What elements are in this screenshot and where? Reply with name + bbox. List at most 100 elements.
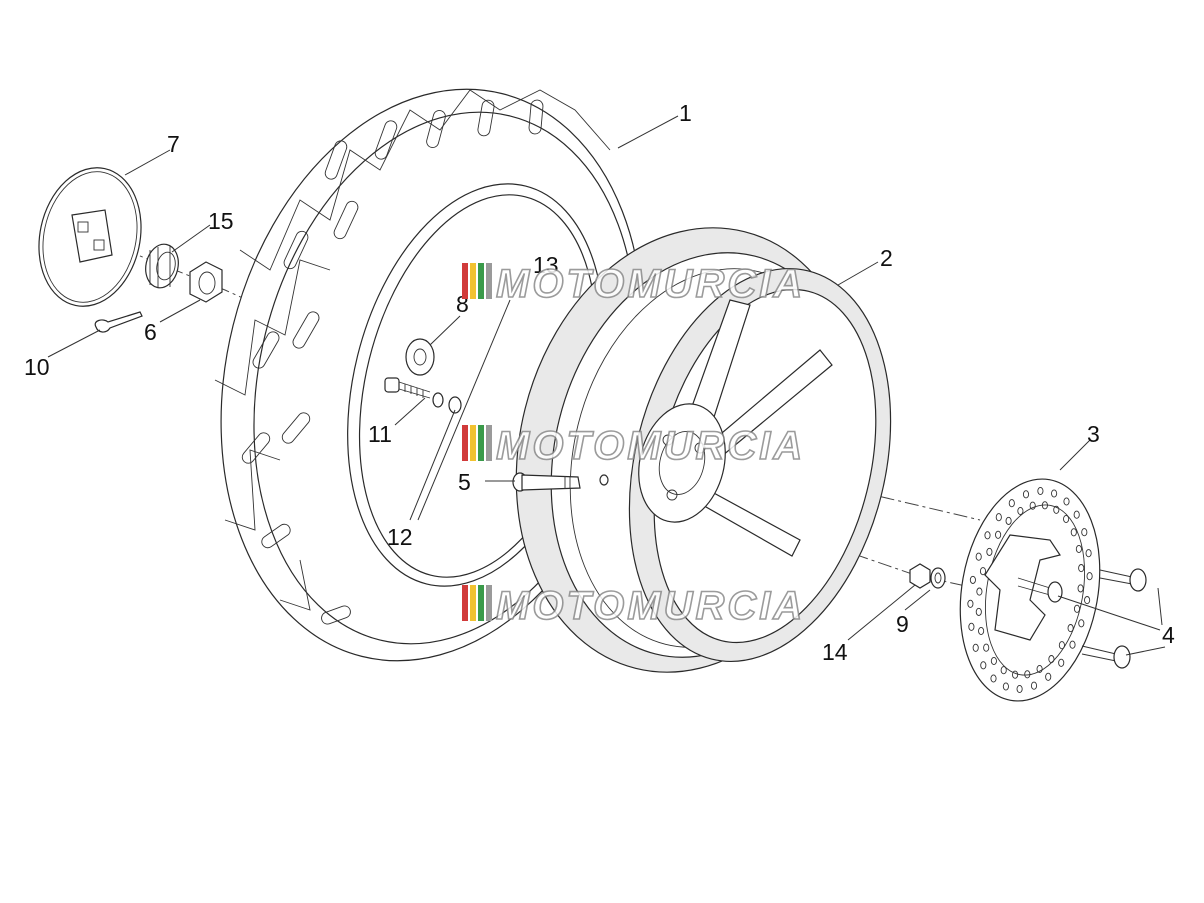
- disc-bolt-middle: [1017, 577, 1063, 603]
- disc-vent-hole: [1000, 666, 1007, 675]
- watermark-stripe: [470, 585, 476, 621]
- disc-vent-hole: [968, 622, 975, 631]
- lock-washer: [930, 567, 946, 589]
- disc-vent-hole: [976, 587, 983, 596]
- callout-9: 9: [896, 611, 909, 637]
- disc-vent-hole: [1036, 664, 1043, 674]
- callout-10: 10: [24, 354, 50, 380]
- disc-vent-hole: [1063, 497, 1070, 506]
- watermark-bottom: MOTOMURCIA: [462, 583, 805, 629]
- callout-3: 3: [1087, 421, 1100, 447]
- tyre-valve: [512, 472, 609, 492]
- disc-vent-hole: [1085, 549, 1092, 558]
- disc-vent-hole: [980, 661, 987, 670]
- disc-vent-hole: [1075, 544, 1082, 554]
- watermark-top: MOTOMURCIA: [462, 261, 805, 307]
- disc-vent-hole: [1029, 501, 1036, 510]
- disc-vent-hole: [995, 530, 1002, 539]
- disc-vent-hole: [1081, 528, 1088, 537]
- hub-cover-disc: [38, 167, 142, 307]
- disc-vent-hole: [975, 607, 982, 616]
- watermark-text: MOTOMURCIA: [496, 262, 805, 306]
- wheel-rim: [515, 227, 892, 673]
- callout-14: 14: [822, 639, 848, 665]
- callout-7: 7: [167, 131, 180, 157]
- disc-vent-hole: [984, 531, 991, 540]
- disc-vent-hole: [1070, 528, 1077, 537]
- disc-vent-hole: [1022, 490, 1030, 499]
- callout-6: 6: [144, 319, 157, 345]
- disc-vent-hole: [1005, 516, 1012, 525]
- disc-vent-hole: [1002, 682, 1009, 691]
- callout-5: 5: [458, 469, 471, 495]
- watermark-stripe: [470, 425, 476, 461]
- disc-nut: [909, 563, 931, 589]
- disc-vent-hole: [1063, 514, 1070, 524]
- callout-15: 15: [208, 208, 234, 234]
- disc-vent-hole: [983, 643, 990, 652]
- disc-vent-hole: [972, 643, 979, 652]
- washer-seal: [448, 396, 462, 414]
- disc-vent-hole: [1048, 655, 1055, 664]
- watermark-stripe: [462, 585, 468, 621]
- disc-vent-hole: [1073, 604, 1081, 613]
- callout-13: 13: [533, 252, 559, 278]
- callout-2: 2: [880, 245, 893, 271]
- cotter-pin: [94, 311, 143, 333]
- callout-11: 11: [368, 421, 392, 447]
- callout-12: 12: [387, 524, 413, 550]
- disc-vent-hole: [1069, 640, 1076, 649]
- disc-vent-hole: [1053, 505, 1060, 514]
- disc-vent-hole: [1016, 684, 1023, 694]
- disc-vent-hole: [1078, 619, 1085, 628]
- brake-disc: [959, 478, 1101, 702]
- watermark-stripe: [470, 263, 476, 299]
- spacer-ring: [405, 338, 435, 376]
- disc-vent-hole: [1045, 672, 1052, 681]
- castle-nut: [145, 243, 179, 289]
- disc-vent-hole: [1008, 499, 1015, 508]
- disc-bolt-upper: [1099, 568, 1147, 592]
- watermark-text: MOTOMURCIA: [496, 424, 805, 468]
- watermark-stripe: [478, 585, 484, 621]
- callout-1: 1: [679, 100, 692, 126]
- disc-vent-hole: [990, 674, 997, 683]
- disc-vent-hole: [1067, 624, 1074, 633]
- disc-vent-hole: [1086, 572, 1093, 581]
- disc-vent-hole: [1058, 641, 1065, 650]
- disc-vent-hole: [969, 575, 976, 584]
- disc-vent-hole: [1058, 658, 1065, 667]
- watermark-stripe: [478, 425, 484, 461]
- disc-vent-hole: [979, 567, 987, 576]
- disc-vent-hole: [1051, 489, 1058, 498]
- callout-4: 4: [1162, 622, 1175, 648]
- disc-vent-hole: [1024, 670, 1031, 679]
- disc-vent-hole: [1017, 506, 1024, 516]
- disc-vent-hole: [1077, 584, 1084, 593]
- hex-nut: [189, 261, 223, 303]
- disc-vent-hole: [1030, 681, 1038, 690]
- disc-vent-hole: [1037, 486, 1044, 496]
- disc-vent-hole: [975, 552, 982, 561]
- bolt: [384, 377, 431, 399]
- watermark-stripe: [486, 425, 492, 461]
- watermark-stripe: [486, 585, 492, 621]
- washer: [432, 392, 444, 408]
- disc-vent-hole: [1041, 501, 1048, 510]
- watermark-stripe: [486, 263, 492, 299]
- disc-vent-hole: [1073, 510, 1080, 519]
- disc-vent-hole: [967, 599, 974, 608]
- watermark-text: MOTOMURCIA: [496, 584, 805, 628]
- disc-vent-hole: [995, 513, 1002, 522]
- disc-vent-hole: [1084, 596, 1091, 605]
- watermark-stripe: [462, 425, 468, 461]
- watermark-stripe: [478, 263, 484, 299]
- disc-vent-hole: [1078, 564, 1085, 573]
- leader-lines: [47, 115, 1166, 656]
- disc-vent-hole: [986, 547, 993, 556]
- disc-vent-hole: [978, 626, 985, 636]
- disc-vent-hole: [1012, 670, 1019, 679]
- disc-vent-hole: [990, 656, 997, 666]
- disc-bolt-lower: [1081, 645, 1131, 669]
